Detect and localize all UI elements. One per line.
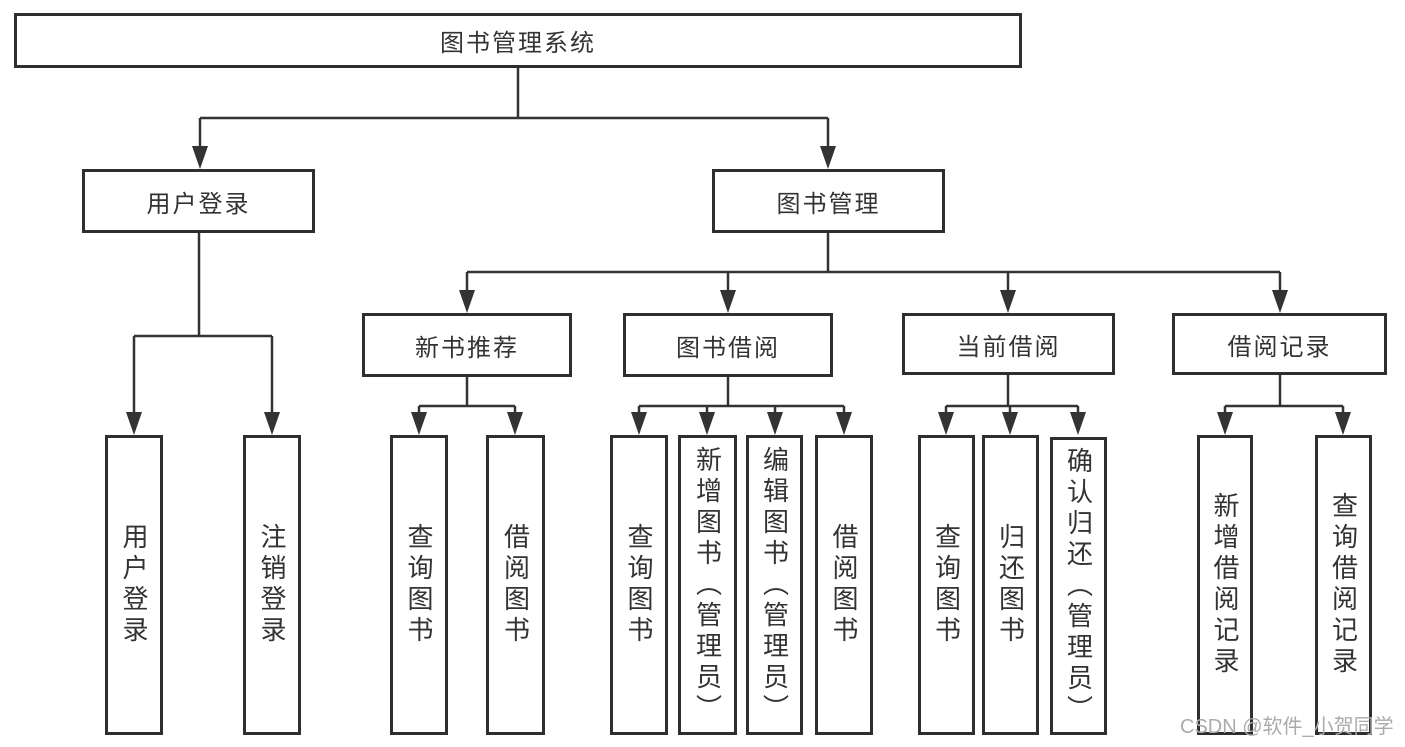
leaf-label: 新增图书（管理员） (692, 445, 723, 725)
leaf-label: 查询图书 (404, 523, 434, 647)
node-root: 图书管理系统 (14, 13, 1022, 68)
csdn-watermark: CSDN @软件_小贺同学 (1180, 716, 1394, 738)
node-user-login: 用户登录 (82, 169, 315, 233)
leaf-user-login: 用户登录 (105, 435, 163, 735)
leaf-add-borrow-record: 新增借阅记录 (1197, 435, 1253, 735)
leaf-label: 借阅图书 (829, 523, 859, 647)
node-book-management: 图书管理 (712, 169, 945, 233)
leaf-label: 编辑图书（管理员） (759, 445, 790, 725)
leaf-return-book: 归还图书 (982, 435, 1039, 735)
leaf-query-borrow-record: 查询借阅记录 (1315, 435, 1372, 735)
leaf-label: 用户登录 (119, 523, 149, 647)
leaf-add-book-admin: 新增图书（管理员） (678, 435, 737, 735)
node-current-borrow: 当前借阅 (902, 313, 1115, 375)
leaf-logout: 注销登录 (243, 435, 301, 735)
leaf-recommend-borrow-book: 借阅图书 (486, 435, 545, 735)
leaf-label: 注销登录 (257, 523, 287, 647)
leaf-borrow-query-book: 查询图书 (610, 435, 668, 735)
leaf-label: 查询借阅记录 (1328, 492, 1359, 678)
leaf-current-query-book: 查询图书 (918, 435, 975, 735)
leaf-label: 查询图书 (624, 523, 654, 647)
leaf-label: 借阅图书 (500, 523, 531, 647)
leaf-label: 确认归还（管理员） (1063, 446, 1094, 726)
leaf-confirm-return-admin: 确认归还（管理员） (1050, 437, 1107, 735)
node-borrow-record: 借阅记录 (1172, 313, 1387, 375)
leaf-label: 查询图书 (931, 523, 962, 647)
node-new-book-recommend: 新书推荐 (362, 313, 572, 377)
leaf-edit-book-admin: 编辑图书（管理员） (746, 435, 803, 735)
leaf-label: 归还图书 (995, 523, 1026, 647)
leaf-recommend-query-book: 查询图书 (390, 435, 448, 735)
node-book-borrow: 图书借阅 (623, 313, 833, 377)
leaf-label: 新增借阅记录 (1210, 492, 1240, 678)
leaf-borrow-book: 借阅图书 (815, 435, 873, 735)
